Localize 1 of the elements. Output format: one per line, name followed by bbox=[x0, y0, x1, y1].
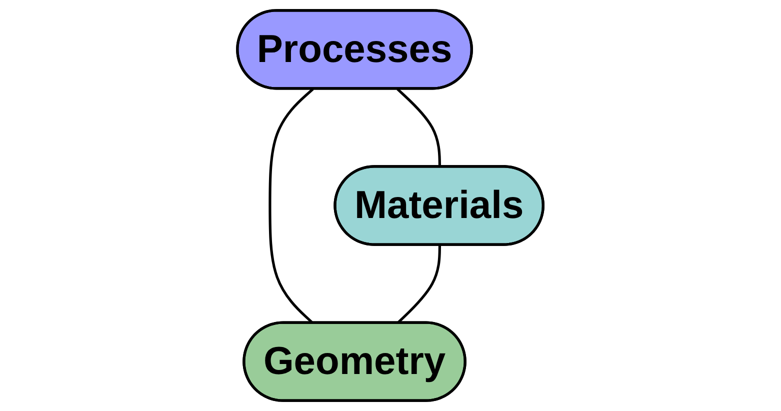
connector bbox=[396, 88, 442, 168]
